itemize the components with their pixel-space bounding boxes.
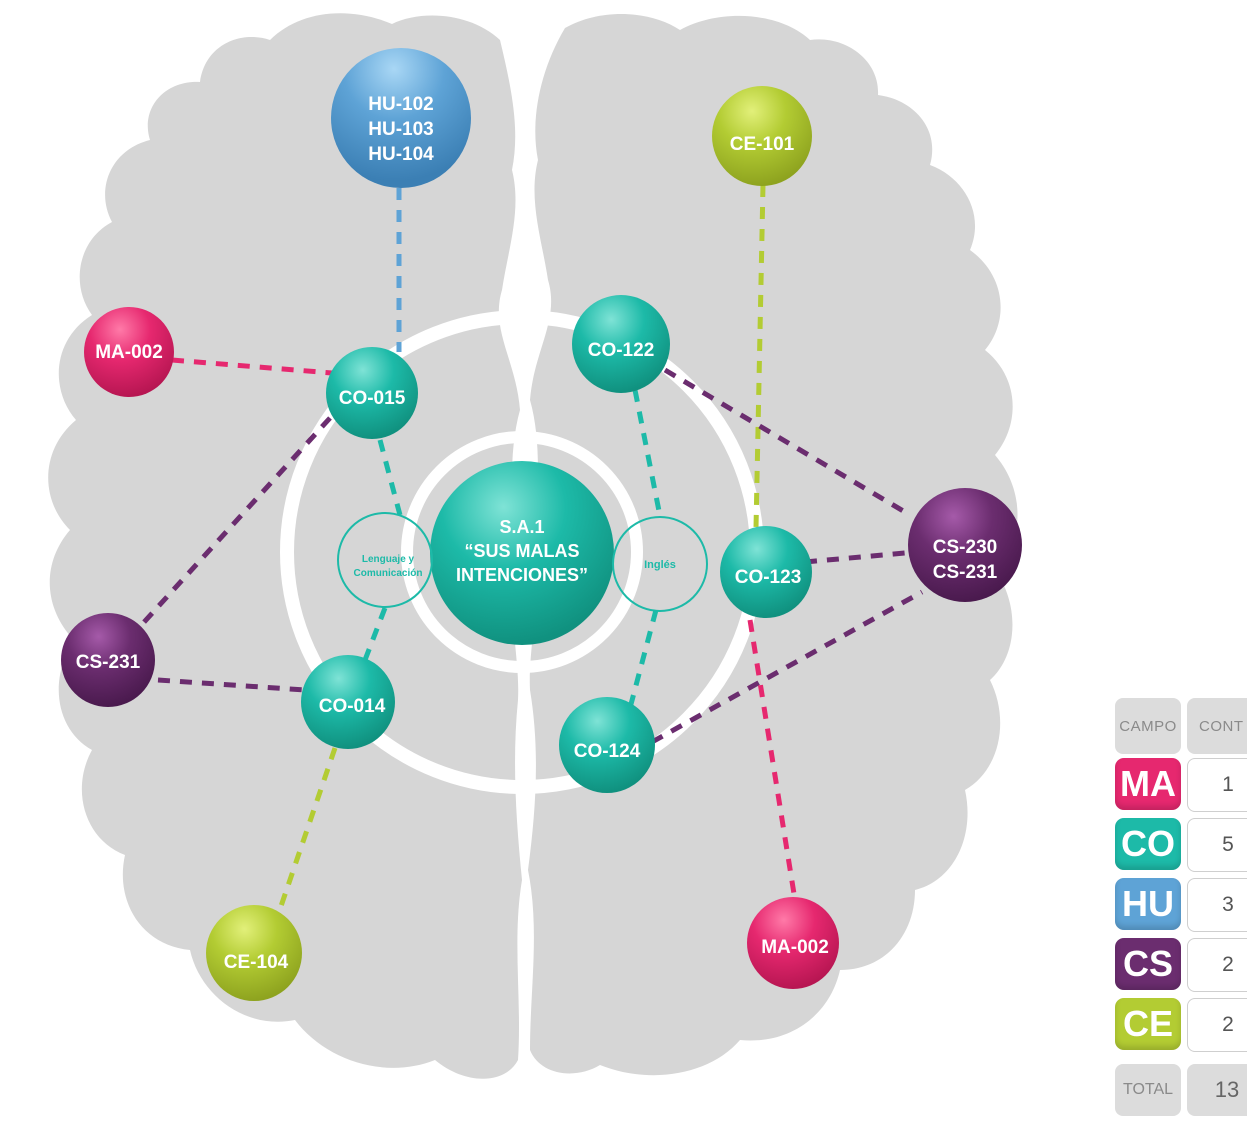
center-line3: INTENCIONES”: [456, 565, 588, 585]
node-co124[interactable]: CO-124: [559, 697, 655, 793]
node-ce104-label: CE-104: [224, 952, 289, 973]
legend-row-ma: MA 1: [1113, 754, 1247, 812]
connector-co123-ma002: [747, 619, 798, 901]
hub-lenguaje-line1: Lenguaje y: [362, 554, 415, 565]
connector-co014-ce104: [275, 747, 338, 916]
connector-co015-cs231: [133, 416, 332, 634]
legend-count-ce: 2: [1187, 998, 1247, 1052]
legend-total-row: TOTAL 13: [1113, 1060, 1247, 1116]
legend-badge-ma: MA: [1115, 758, 1181, 810]
legend-count-ma: 1: [1187, 758, 1247, 812]
node-co014[interactable]: CO-014: [301, 655, 395, 749]
legend-total-value: 13: [1187, 1064, 1247, 1116]
legend-badge-co: CO: [1115, 818, 1181, 870]
legend-row-cs: CS 2: [1113, 934, 1247, 992]
connector-ma002-co015: [171, 357, 333, 376]
node-cs231[interactable]: CS-231: [61, 613, 155, 707]
node-hu-line2: HU-103: [368, 119, 433, 140]
center-node[interactable]: S.A.1 “SUS MALAS INTENCIONES”: [430, 461, 614, 645]
node-co123[interactable]: CO-123: [720, 526, 812, 618]
legend-count-cs: 2: [1187, 938, 1247, 992]
legend-header-count: CONT: [1187, 698, 1247, 754]
node-co014-label: CO-014: [319, 696, 386, 717]
node-ma002-left[interactable]: MA-002: [84, 307, 174, 397]
center-line2: “SUS MALAS: [464, 541, 579, 561]
connector-co122-cs230: [663, 367, 912, 518]
node-hu[interactable]: HU-102 HU-103 HU-104: [331, 48, 471, 188]
hub-lenguaje-line2: Comunicación: [354, 568, 423, 579]
center-line1: S.A.1: [499, 517, 544, 537]
connector-co123-cs230: [804, 550, 906, 565]
legend-total-label: TOTAL: [1115, 1064, 1181, 1116]
node-co122[interactable]: CO-122: [572, 295, 670, 393]
node-ce101-label: CE-101: [730, 134, 795, 155]
hub-ingles[interactable]: Inglés: [612, 516, 708, 612]
legend-row-hu: HU 3: [1113, 874, 1247, 932]
node-co122-label: CO-122: [588, 340, 655, 361]
brain-diagram: S.A.1 “SUS MALAS INTENCIONES” Lenguaje y…: [48, 13, 1022, 1079]
connector-co124-cs230: [650, 589, 924, 745]
node-ma002-right-label: MA-002: [761, 937, 829, 958]
legend-header-row: CAMPO CONT: [1113, 698, 1247, 754]
legend-badge-hu: HU: [1115, 878, 1181, 930]
node-ce104[interactable]: CE-104: [206, 905, 302, 1001]
legend-badge-ce: CE: [1115, 998, 1181, 1050]
inner-ring: [401, 431, 643, 673]
node-co124-label: CO-124: [574, 741, 641, 762]
hub-lenguaje[interactable]: Lenguaje y Comunicación: [337, 512, 433, 608]
node-co123-label: CO-123: [735, 567, 802, 588]
legend-badge-cs: CS: [1115, 938, 1181, 990]
node-cs231-label: CS-231: [76, 652, 141, 673]
node-ma002-right[interactable]: MA-002: [747, 897, 839, 989]
node-cs230-line2: CS-231: [933, 562, 998, 583]
node-co015-label: CO-015: [339, 388, 406, 409]
node-ma002-left-label: MA-002: [95, 342, 163, 363]
legend-row-co: CO 5: [1113, 814, 1247, 872]
node-ce101[interactable]: CE-101: [712, 86, 812, 186]
connector-cs231-co014: [157, 677, 306, 693]
connector-lenguaje-co014: [362, 607, 388, 661]
node-co015[interactable]: CO-015: [326, 347, 418, 439]
legend-count-co: 5: [1187, 818, 1247, 872]
legend-header-campo: CAMPO: [1115, 698, 1181, 754]
connector-ingles-co124: [627, 609, 659, 709]
node-hu-line3: HU-104: [368, 144, 434, 165]
legend-row-ce: CE 2: [1113, 994, 1247, 1052]
node-cs230[interactable]: CS-230 CS-231: [908, 488, 1022, 602]
node-hu-line1: HU-102: [368, 94, 433, 115]
legend-count-hu: 3: [1187, 878, 1247, 932]
hub-ingles-line1: Inglés: [644, 559, 676, 571]
node-cs230-line1: CS-230: [933, 537, 997, 558]
